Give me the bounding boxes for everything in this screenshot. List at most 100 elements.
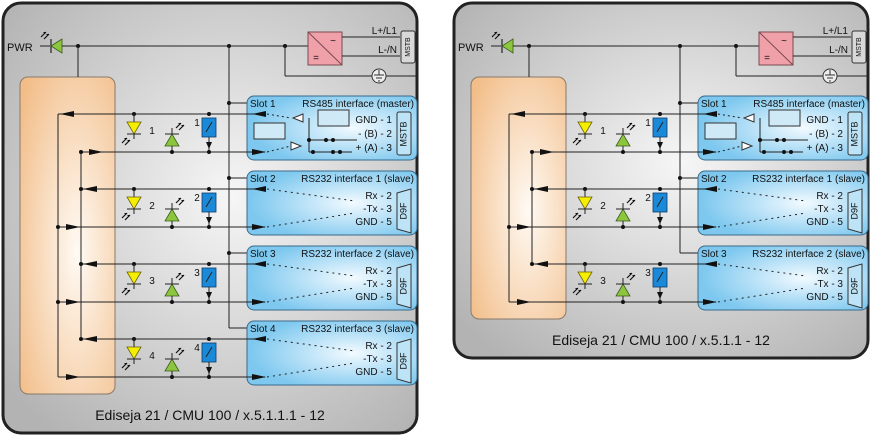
slot-label: Slot 3 [250, 249, 276, 260]
slot-title: RS232 interface 1 (slave) [301, 174, 414, 185]
slot-title: RS232 interface 1 (slave) [752, 174, 865, 185]
junction-dot [56, 300, 60, 304]
d9f-connector [396, 188, 412, 234]
termination-icon [317, 109, 350, 127]
arrow-left-icon [83, 261, 97, 267]
pin-label: Rx - 2 [365, 341, 392, 352]
pin-label: -Tx - 3 [363, 204, 392, 215]
receiver-icon [290, 141, 303, 151]
slot-title: RS485 interface (master) [753, 99, 865, 110]
slot-title: RS232 interface 3 (slave) [301, 324, 414, 335]
isolator-icon [253, 122, 286, 140]
junction-dot [762, 150, 766, 154]
junction-dot [79, 262, 83, 266]
pin-label: GND - 5 [355, 217, 392, 228]
light-rays-icon [175, 197, 185, 206]
connector-label: D9F [398, 352, 408, 370]
pin-label: Rx - 2 [816, 266, 843, 277]
slot-1-box [697, 95, 869, 161]
arrow-down-icon [657, 217, 663, 224]
arrow-down-icon [206, 292, 212, 299]
slot-label: Slot 2 [250, 174, 276, 185]
ray-head [124, 213, 130, 217]
ray-head [124, 363, 130, 367]
arrow-left-icon [703, 111, 717, 117]
mstb-label: MSTB [856, 37, 863, 57]
d9f-connector [396, 338, 412, 384]
arrow-right-icon [252, 374, 266, 380]
relay-number: 2 [645, 193, 651, 204]
l1-label: L+/L1 [372, 26, 398, 37]
cpu-module [19, 76, 116, 395]
ln-label: L-/N [378, 45, 397, 56]
pin-label: - (B) - 2 [358, 129, 392, 140]
ray-head [494, 32, 500, 36]
arrow-left-icon [83, 186, 97, 192]
isolator-icon [704, 122, 737, 140]
led-number: 2 [149, 201, 155, 212]
light-rays-icon [175, 347, 185, 356]
relay-switch [656, 121, 664, 133]
led-yellow-1-icon [577, 121, 593, 135]
slot-3-box [697, 245, 869, 311]
pin-label: Rx - 2 [365, 191, 392, 202]
relay-number: 3 [194, 268, 200, 279]
light-rays-icon [121, 287, 131, 296]
receiver-icon [741, 141, 754, 151]
pin-label: - (B) - 2 [809, 129, 843, 140]
ray-head [629, 273, 635, 277]
slot-label: Slot 4 [250, 324, 276, 335]
ln-label: L-/N [829, 45, 848, 56]
pin-label: -Tx - 3 [814, 279, 843, 290]
ray-head [629, 123, 635, 127]
pin-label: -Tx - 3 [363, 354, 392, 365]
ray-head [124, 288, 130, 292]
light-rays-icon [121, 212, 131, 221]
led-yellow-2-icon [126, 196, 142, 210]
light-rays-icon [40, 31, 50, 40]
led-number: 1 [149, 126, 155, 137]
dashed-signal [266, 145, 292, 153]
connector-label: D9F [398, 277, 408, 295]
ground-symbol [825, 70, 835, 82]
ray-head [575, 213, 581, 217]
ray-head [178, 273, 184, 277]
junction-dot [79, 187, 83, 191]
arrow-left-icon [60, 111, 74, 117]
led-number: 2 [600, 201, 606, 212]
light-rays-icon [572, 212, 582, 221]
junction-dot [170, 225, 174, 229]
slot-title: RS232 interface 2 (slave) [301, 249, 414, 260]
junction-dot [621, 300, 625, 304]
arrow-down-icon [206, 217, 212, 224]
junction-dot [170, 375, 174, 379]
led-yellow-3-icon [126, 271, 142, 285]
led-yellow-3-icon [577, 271, 593, 285]
arrow-left-icon [83, 336, 97, 342]
junction-dot [789, 150, 793, 154]
arrow-left-icon [703, 261, 717, 267]
dc-symbol: = [764, 53, 770, 64]
slot-2-box [246, 170, 418, 236]
connector-label: MSTB [398, 121, 408, 146]
ac-symbol: ~ [781, 36, 787, 47]
junction-dot [207, 300, 211, 304]
mstb-slot-connector [847, 111, 863, 156]
pin-label: + (A) - 3 [356, 143, 393, 154]
slot-2-box [697, 170, 869, 236]
led-number: 3 [149, 276, 155, 287]
led-yellow-1-icon [126, 121, 142, 135]
ray-head [629, 198, 635, 202]
junction-dot [307, 138, 311, 142]
ray-head [575, 138, 581, 142]
ps-diagonal [307, 31, 343, 66]
junction-dot [530, 262, 534, 266]
relay-switch [656, 271, 664, 283]
arrow-right-icon [66, 374, 80, 380]
junction-dot [311, 150, 315, 154]
junction-dot [758, 138, 762, 142]
